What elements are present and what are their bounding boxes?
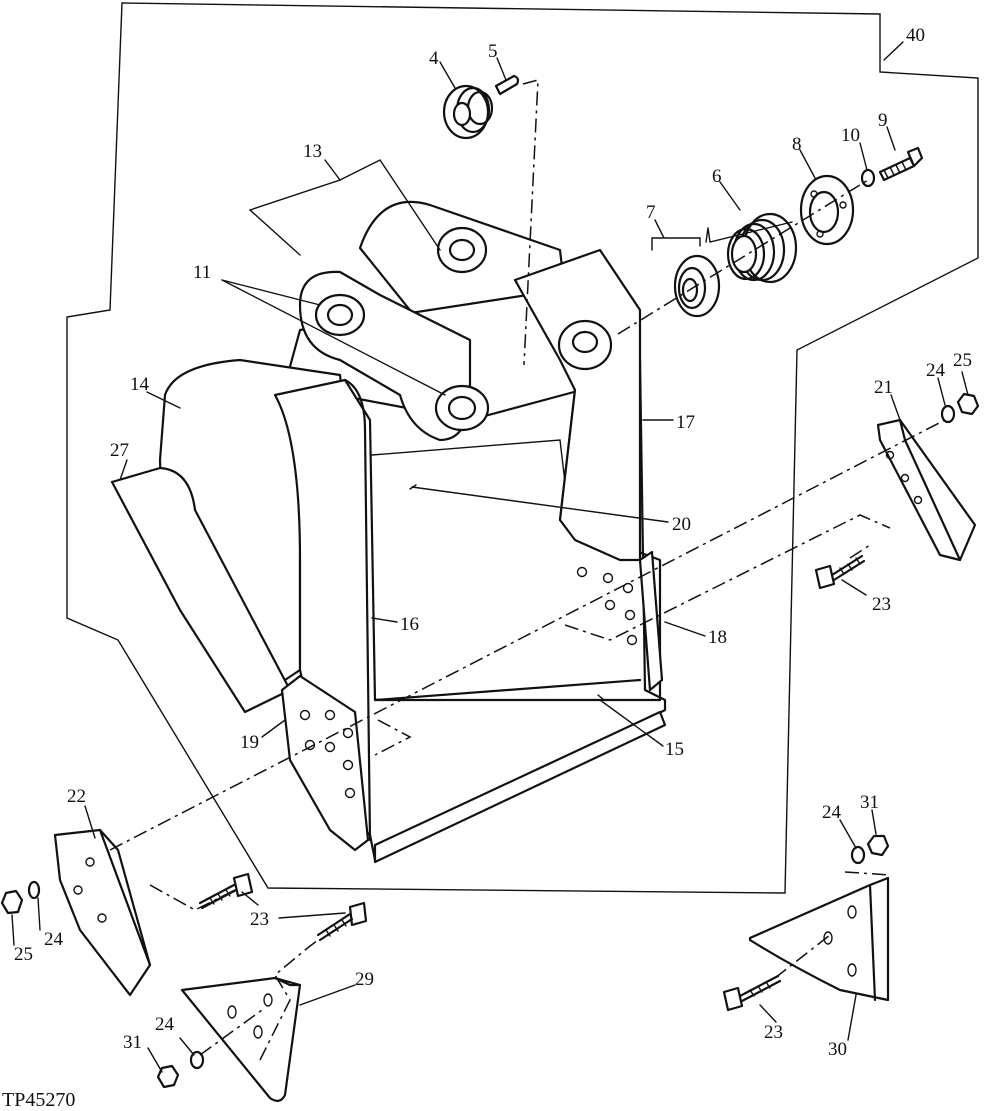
boss-lower — [434, 384, 490, 432]
left-cutter-holes — [299, 709, 356, 799]
figure-id: TP45270 — [2, 1089, 75, 1111]
part-10-washer — [860, 168, 876, 188]
callout-11: 11 — [193, 262, 211, 283]
nuts-and-washers — [0, 392, 980, 1089]
callout-25-left: 25 — [14, 944, 33, 965]
callout-8: 8 — [792, 134, 802, 155]
callout-19: 19 — [240, 732, 259, 753]
boss-right — [557, 319, 613, 371]
bolts-23 — [198, 554, 866, 1012]
bolt-left-bottom — [316, 901, 368, 942]
callout-18: 18 — [708, 627, 727, 648]
part-9-bolt — [878, 146, 924, 182]
callout-6: 6 — [712, 166, 722, 187]
callout-24-top: 24 — [822, 802, 842, 823]
assembly-boundary-outline — [66, 2, 979, 894]
callout-23-right-upper: 23 — [872, 594, 891, 615]
part-30-tooth-plate — [748, 876, 890, 1002]
callout-30: 30 — [828, 1039, 847, 1060]
part-5-pin — [494, 74, 520, 96]
part-4-seal-cap — [442, 84, 494, 140]
callout-24-left: 24 — [44, 929, 64, 950]
callout-31-top: 31 — [860, 792, 879, 813]
callout-23-left: 23 — [250, 909, 269, 930]
callout-29: 29 — [355, 969, 374, 990]
callout-40: 40 — [906, 25, 925, 46]
callout-labels: 4 5 13 40 10 9 8 6 7 11 14 27 17 21 24 2… — [14, 25, 972, 1060]
callout-9: 9 — [878, 110, 888, 131]
callout-10: 10 — [841, 125, 860, 146]
callout-13: 13 — [303, 141, 322, 162]
callout-22: 22 — [67, 786, 86, 807]
wear-strip — [110, 466, 292, 714]
callout-20: 20 — [672, 514, 691, 535]
part-8-retainer-plate — [799, 174, 855, 246]
bolt-right-bottom — [722, 974, 782, 1012]
part-22-side-cutter-left — [53, 828, 152, 997]
callout-27: 27 — [110, 440, 129, 461]
right-side-cutter-plate — [638, 550, 664, 692]
part-21-side-cutter-right — [876, 418, 977, 562]
callout-leaders — [11, 41, 969, 1073]
right-cutter-holes — [576, 566, 638, 646]
callout-21: 21 — [874, 377, 893, 398]
callout-4: 4 — [429, 48, 439, 69]
bolt-right-upper — [814, 554, 866, 590]
callout-25-right: 25 — [953, 350, 972, 371]
boss-upper — [314, 293, 366, 337]
callout-23-right-bottom: 23 — [764, 1022, 783, 1043]
bucket-body — [110, 200, 667, 864]
callout-5: 5 — [488, 41, 498, 62]
boss-rear — [436, 226, 488, 274]
callout-24-right: 24 — [926, 360, 946, 381]
callout-14: 14 — [130, 374, 150, 395]
callout-31-bottom: 31 — [123, 1032, 142, 1053]
callout-15: 15 — [665, 739, 684, 760]
callout-17: 17 — [676, 412, 695, 433]
right-side-plate — [513, 248, 642, 562]
part-29-tooth-plate — [180, 976, 302, 1102]
callout-7: 7 — [646, 202, 656, 223]
callout-24-bottom: 24 — [155, 1014, 175, 1035]
bolt-left-lower — [198, 872, 254, 910]
callout-16: 16 — [400, 614, 419, 635]
assembly-centerlines — [109, 79, 946, 1061]
